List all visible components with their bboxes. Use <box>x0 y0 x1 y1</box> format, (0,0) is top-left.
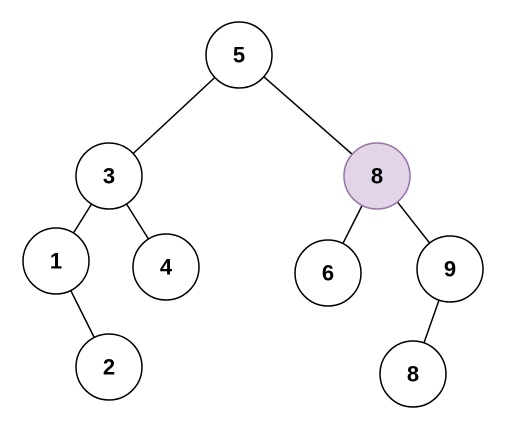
node-label: 6 <box>322 261 334 286</box>
tree-node: 9 <box>416 235 484 303</box>
node-circle <box>132 233 200 301</box>
node-circle <box>294 239 362 307</box>
node-label: 8 <box>371 164 383 189</box>
tree-node: 4 <box>132 233 200 301</box>
node-label: 8 <box>407 362 419 387</box>
node-circle <box>75 142 143 210</box>
tree-node: 6 <box>294 239 362 307</box>
node-label: 1 <box>50 249 62 274</box>
node-circle <box>22 227 90 295</box>
node-circle <box>416 235 484 303</box>
tree-node: 2 <box>75 333 143 401</box>
node-label: 5 <box>233 43 245 68</box>
tree-node: 3 <box>75 142 143 210</box>
tree-nodes: 5 3 8 1 4 2 6 9 8 <box>22 21 484 408</box>
node-circle <box>75 333 143 401</box>
node-label: 9 <box>444 257 456 282</box>
tree-node: 1 <box>22 227 90 295</box>
tree-node: 8 <box>379 340 447 408</box>
node-circle <box>205 21 273 89</box>
tree-node: 5 <box>205 21 273 89</box>
node-label: 3 <box>103 164 115 189</box>
node-label: 2 <box>103 355 115 380</box>
node-label: 4 <box>160 255 173 280</box>
node-circle <box>379 340 447 408</box>
tree-node-highlighted: 8 <box>343 142 411 210</box>
tree-edges <box>55 54 451 375</box>
node-circle <box>343 142 411 210</box>
